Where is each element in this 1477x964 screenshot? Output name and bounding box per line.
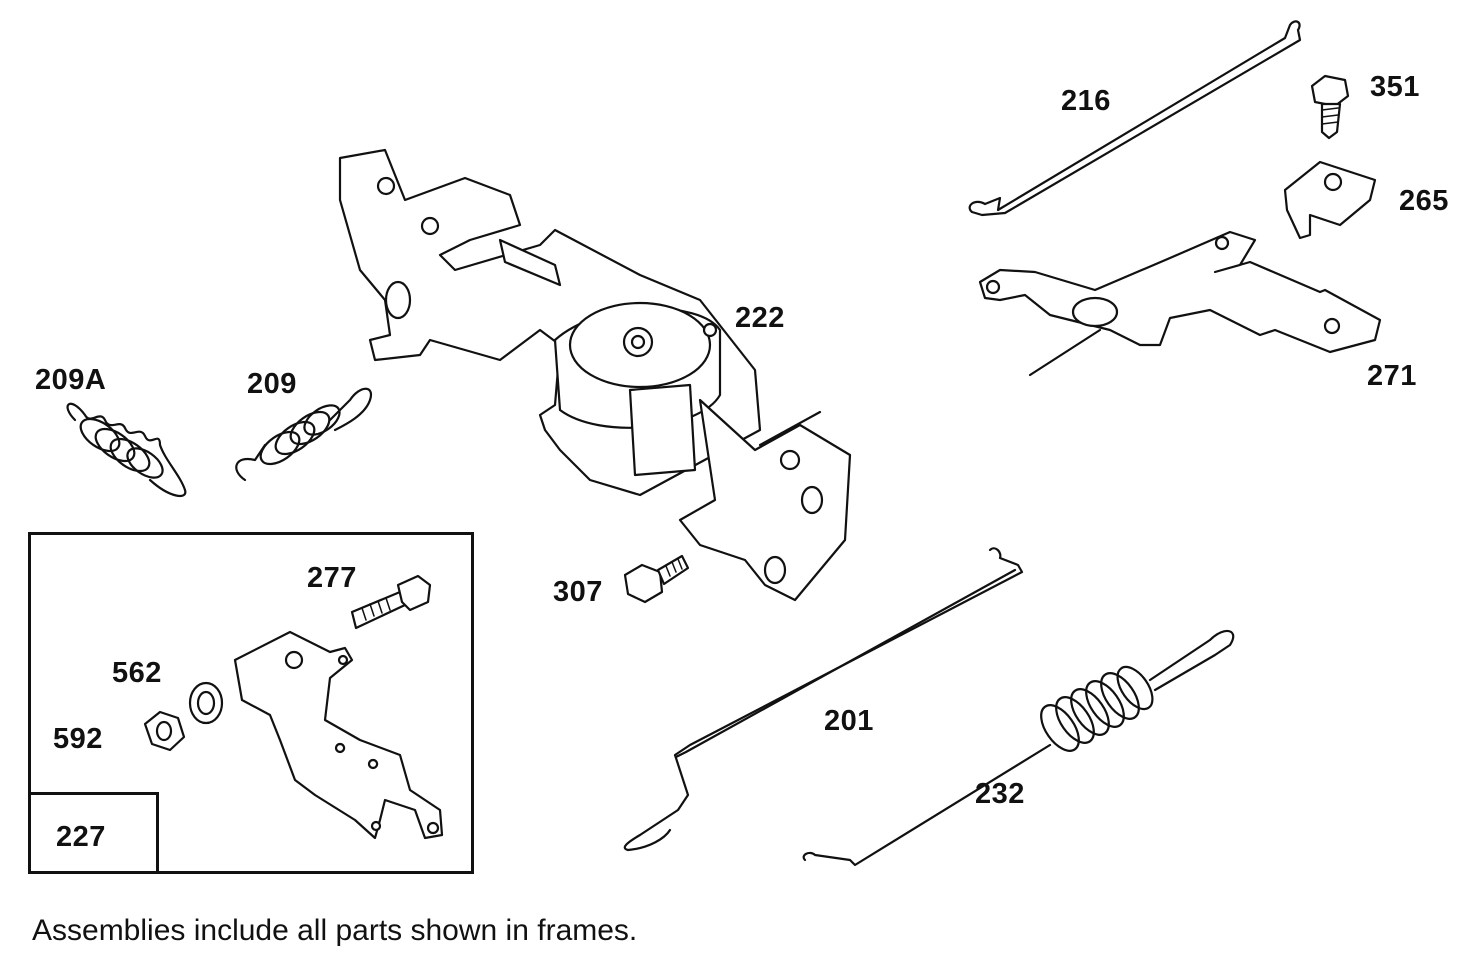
label-216: 216 xyxy=(1061,85,1111,117)
clip-part-265 xyxy=(1283,160,1377,240)
washer-part-562 xyxy=(188,681,224,725)
label-592: 592 xyxy=(53,723,103,755)
label-277: 277 xyxy=(307,562,357,594)
assembly-frame-label-box xyxy=(28,792,159,871)
label-227: 227 xyxy=(56,821,106,853)
label-271: 271 xyxy=(1367,360,1417,392)
bolt-part-307 xyxy=(623,554,690,604)
bolt-part-277 xyxy=(350,574,432,630)
control-bracket-part-222 xyxy=(338,148,852,602)
spring-part-209 xyxy=(235,387,373,482)
label-307: 307 xyxy=(553,576,603,608)
label-201: 201 xyxy=(824,705,874,737)
label-222: 222 xyxy=(735,302,785,334)
link-part-216 xyxy=(968,20,1302,217)
lever-part-227 xyxy=(233,630,444,840)
assembly-frame-227 xyxy=(28,532,474,874)
rod-part-201 xyxy=(623,547,1024,852)
label-351: 351 xyxy=(1370,71,1420,103)
label-209A: 209A xyxy=(35,364,107,396)
bracket-part-271 xyxy=(978,230,1382,377)
label-209: 209 xyxy=(247,368,297,400)
label-562: 562 xyxy=(112,657,162,689)
label-265: 265 xyxy=(1399,185,1449,217)
label-232: 232 xyxy=(975,778,1025,810)
spring-part-209A xyxy=(66,402,187,498)
nut-part-592 xyxy=(143,710,186,752)
spring-part-232 xyxy=(802,629,1235,867)
screw-part-351 xyxy=(1310,74,1350,140)
footer-caption: Assemblies include all parts shown in fr… xyxy=(32,914,638,947)
